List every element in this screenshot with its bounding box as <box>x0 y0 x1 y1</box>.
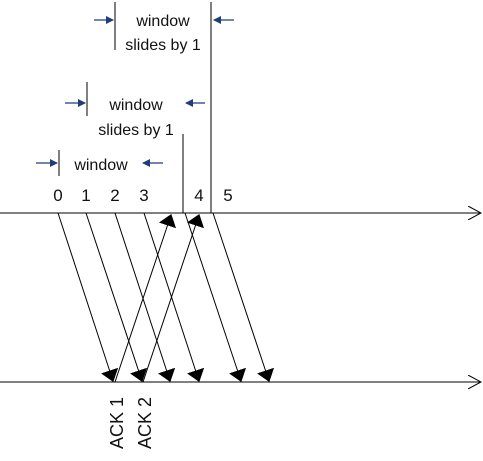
packet-number-5: 5 <box>223 186 232 205</box>
packet-arrow-0 <box>57 212 119 382</box>
packet-number-1: 1 <box>81 186 90 205</box>
ack-arrow-1 <box>114 214 177 383</box>
packet-number-0: 0 <box>53 186 62 205</box>
label-top-line2: slides by 1 <box>125 37 201 54</box>
ack-arrow-2 <box>142 214 205 383</box>
label-mid-line2: slides by 1 <box>98 122 174 139</box>
packet-arrow-5 <box>212 212 275 382</box>
ack-label-2: ACK 2 <box>135 397 155 449</box>
packet-arrow-4 <box>184 212 247 382</box>
packet-arrow-2 <box>114 212 176 382</box>
label-top-line1: window <box>135 13 190 30</box>
label-mid-line1: window <box>108 97 163 114</box>
packet-number-3: 3 <box>139 186 148 205</box>
packet-arrow-1 <box>85 212 148 382</box>
ack-label-1: ACK 1 <box>107 397 127 449</box>
label-window: window <box>73 157 128 174</box>
packet-number-2: 2 <box>110 186 119 205</box>
packet-number-4: 4 <box>194 186 203 205</box>
